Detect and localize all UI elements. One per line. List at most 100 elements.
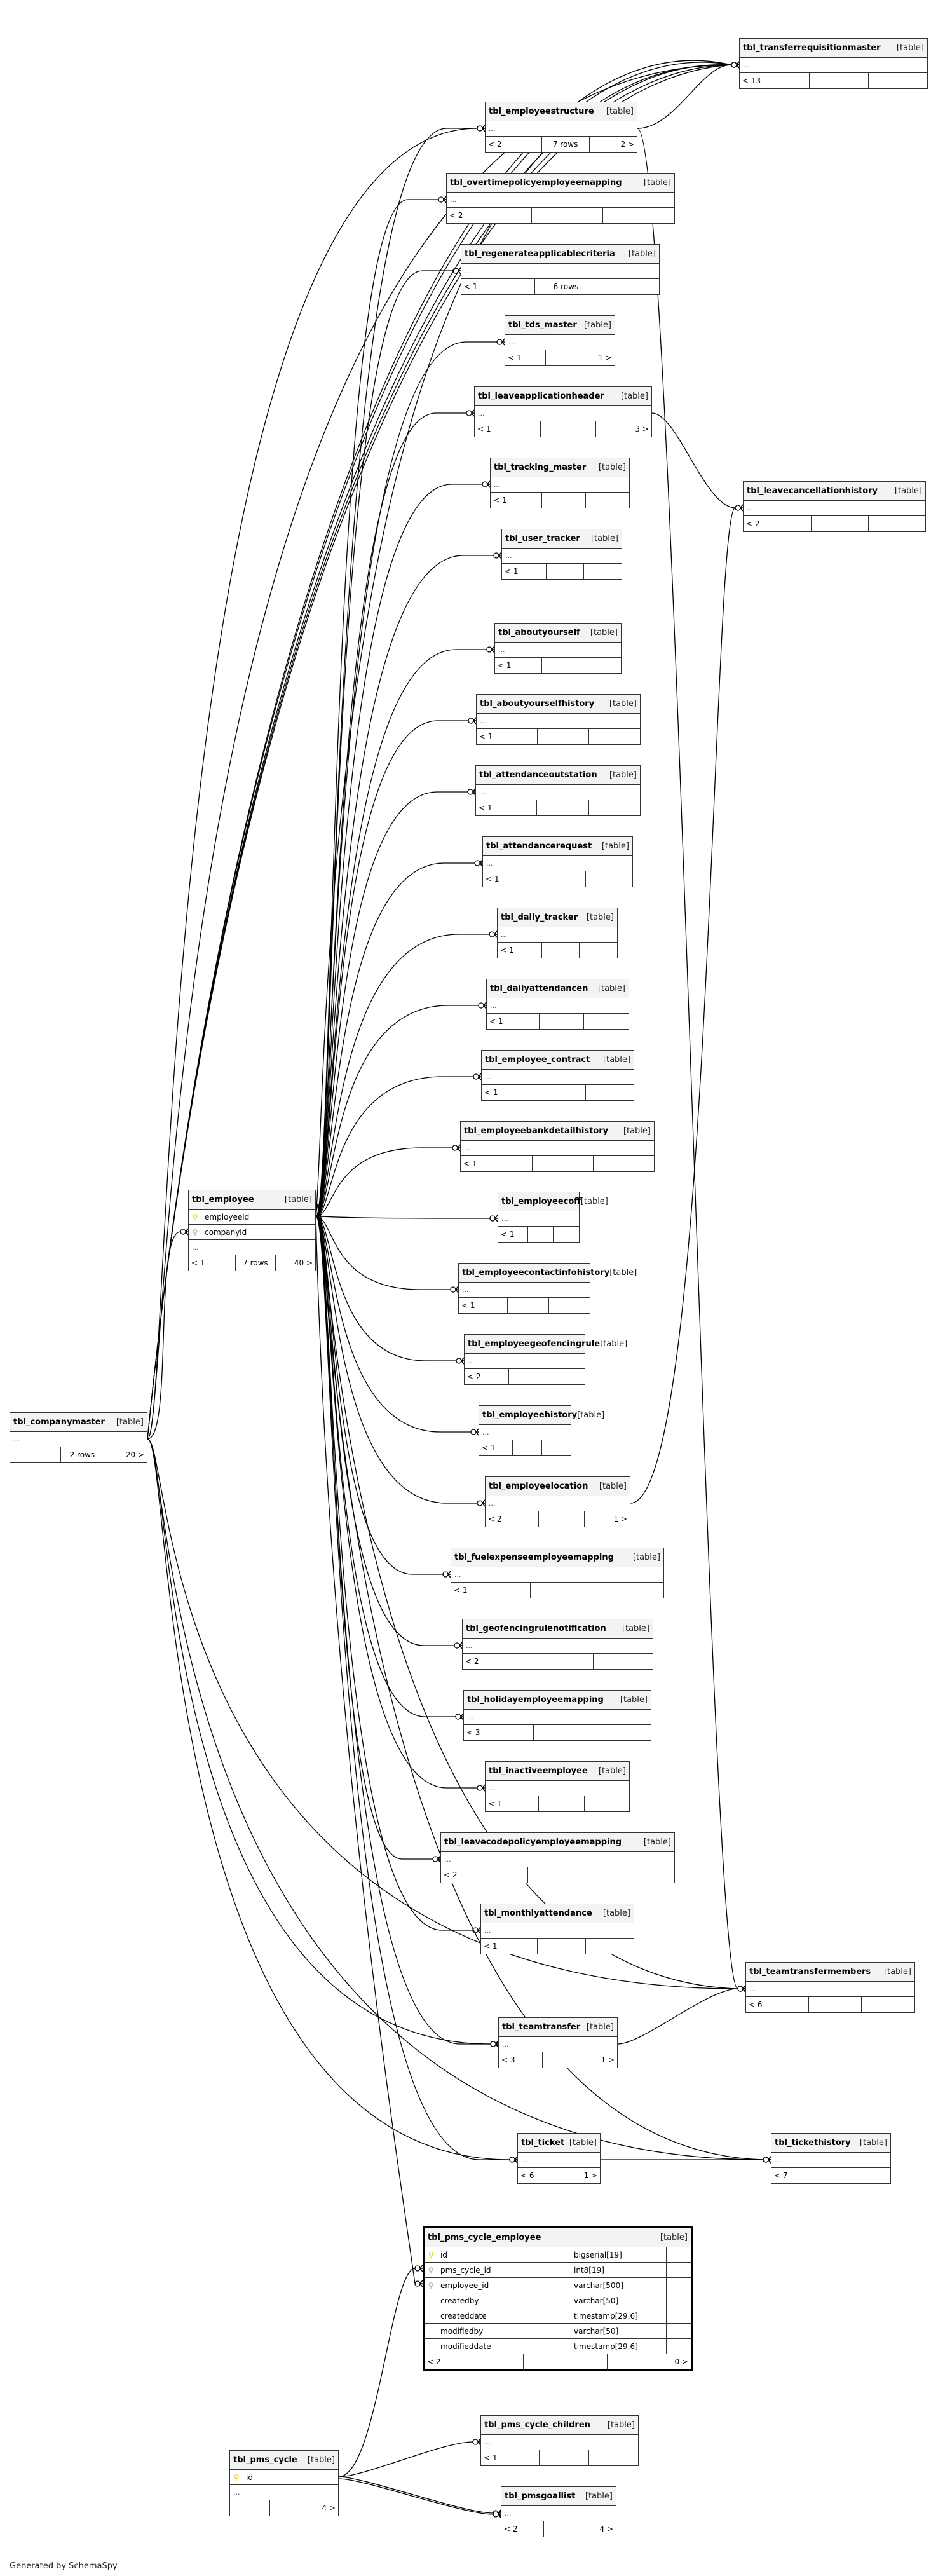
parents-count[interactable]: < 1 — [189, 1255, 236, 1271]
parents-count[interactable]: < 2 — [463, 1654, 534, 1669]
parents-count[interactable]: < 1 — [461, 279, 535, 294]
table-name[interactable]: tbl_leavecodepolicyemployeemapping — [444, 1837, 622, 1847]
children-count[interactable] — [853, 2168, 890, 2183]
table-name[interactable]: tbl_companymaster — [13, 1417, 105, 1427]
children-count[interactable] — [585, 1796, 630, 1811]
parents-count[interactable]: < 1 — [486, 1796, 539, 1811]
column-row[interactable]: ⚲employeeid — [189, 1210, 315, 1225]
table-employee-contract[interactable]: tbl_employee_contract[table]...< 1 — [481, 1050, 634, 1101]
parents-count[interactable]: < 1 — [481, 2450, 540, 2465]
table-name[interactable]: tbl_pms_cycle — [233, 2455, 297, 2465]
parents-count[interactable]: < 2 — [486, 1511, 540, 1527]
parents-count[interactable]: < 1 — [476, 800, 537, 815]
children-count[interactable]: 20 > — [125, 1450, 144, 1459]
table-tracking-master[interactable]: tbl_tracking_master[table]...< 1 — [490, 458, 630, 508]
parents-count[interactable]: < 1 — [498, 1227, 528, 1242]
table-employeegeofencingrule[interactable]: tbl_employeegeofencingrule[table]...< 2 — [464, 1334, 627, 1385]
table-name[interactable]: tbl_employeehistory — [482, 1410, 578, 1420]
table-name[interactable]: tbl_employeegeofencingrule — [468, 1339, 601, 1349]
children-count[interactable] — [589, 800, 641, 815]
table-name[interactable]: tbl_inactiveemployee — [489, 1766, 588, 1776]
table-name[interactable]: tbl_employeecontactinfohistory — [462, 1268, 610, 1278]
table-name[interactable]: tbl_employee — [192, 1195, 254, 1204]
children-count[interactable] — [580, 943, 617, 958]
children-count[interactable] — [869, 516, 925, 531]
parents-count[interactable]: < 3 — [464, 1725, 534, 1740]
parents-count[interactable] — [230, 2500, 270, 2516]
table-employeecontactinfohistory[interactable]: tbl_employeecontactinfohistory[table]...… — [458, 1263, 637, 1314]
table-name[interactable]: tbl_leaveapplicationheader — [478, 392, 604, 401]
table-name[interactable]: tbl_holidayemployeemapping — [467, 1695, 604, 1705]
table-employeehistory[interactable]: tbl_employeehistory[table]...< 1 — [479, 1405, 604, 1456]
table-name[interactable]: tbl_teamtransfer — [502, 2022, 581, 2032]
parents-count[interactable]: < 2 — [486, 137, 542, 152]
table-name[interactable]: tbl_daily_tracker — [501, 913, 578, 922]
children-count[interactable] — [594, 1654, 653, 1669]
table-name[interactable]: tbl_regenerateapplicablecriteria — [465, 249, 615, 259]
parents-count[interactable]: < 1 — [461, 1156, 533, 1171]
children-count[interactable] — [594, 1156, 654, 1171]
parents-count[interactable]: < 1 — [498, 943, 542, 958]
table-employeebankdetailhistory[interactable]: tbl_employeebankdetailhistory[table]...<… — [460, 1121, 655, 1172]
table-name[interactable]: tbl_employeelocation — [489, 1482, 588, 1491]
table-name[interactable]: tbl_employeestructure — [489, 107, 594, 116]
children-count[interactable] — [592, 1725, 651, 1740]
table-aboutyourselfhistory[interactable]: tbl_aboutyourselfhistory[table]...< 1 — [476, 694, 641, 745]
children-count[interactable]: 1 > — [583, 2171, 597, 2180]
parents-count[interactable]: < 2 — [465, 1369, 510, 1384]
table-leavecodepolicyemployeemapping[interactable]: tbl_leavecodepolicyemployeemapping[table… — [440, 1832, 675, 1883]
children-count[interactable] — [869, 73, 927, 88]
table-inactiveemployee[interactable]: tbl_inactiveemployee[table]...< 1 — [485, 1761, 630, 1812]
parents-count[interactable]: < 1 — [481, 1939, 538, 1954]
table-attendancerequest[interactable]: tbl_attendancerequest[table]...< 1 — [482, 836, 633, 887]
parents-count[interactable]: < 6 — [518, 2168, 548, 2183]
table-name[interactable]: tbl_ticket — [521, 2138, 565, 2148]
children-count[interactable] — [584, 1014, 629, 1029]
children-count[interactable] — [554, 1227, 579, 1242]
table-monthlyattendance[interactable]: tbl_monthlyattendance[table]...< 1 — [480, 1904, 634, 1954]
children-count[interactable] — [547, 1369, 585, 1384]
table-name[interactable]: tbl_user_tracker — [505, 534, 580, 543]
table-name[interactable]: tbl_aboutyourselfhistory — [480, 699, 595, 709]
children-count[interactable] — [586, 1085, 634, 1100]
children-count[interactable]: 40 > — [294, 1258, 313, 1267]
table-teamtransfermembers[interactable]: tbl_teamtransfermembers[table]...< 6 — [745, 1962, 915, 2013]
parents-count[interactable]: < 1 — [495, 658, 542, 673]
children-count[interactable] — [597, 279, 659, 294]
table-name[interactable]: tbl_teamtransfermembers — [749, 1967, 871, 1977]
children-count[interactable] — [549, 1298, 590, 1313]
children-count[interactable]: 0 > — [674, 2357, 688, 2366]
children-count[interactable]: 1 > — [613, 1515, 627, 1523]
table-name[interactable]: tbl_employee_contract — [485, 1055, 590, 1065]
table-name[interactable]: tbl_tds_master — [508, 320, 577, 330]
children-count[interactable]: 3 > — [635, 425, 649, 433]
children-count[interactable] — [601, 1867, 674, 1883]
table-name[interactable]: tbl_attendanceoutstation — [479, 770, 597, 780]
column-row[interactable]: ⚲id — [230, 2470, 338, 2485]
table-name[interactable]: tbl_pms_cycle_children — [484, 2420, 590, 2430]
table-name[interactable]: tbl_tracking_master — [494, 463, 587, 472]
table-overtimepolicyemployeemapping[interactable]: tbl_overtimepolicyemployeemapping[table]… — [446, 173, 675, 224]
parents-count[interactable]: < 2 — [425, 2354, 524, 2369]
parents-count[interactable]: < 13 — [740, 73, 810, 88]
column-row[interactable]: ⚲companyid — [189, 1225, 315, 1240]
children-count[interactable] — [597, 1583, 663, 1598]
parents-count[interactable]: < 2 — [744, 516, 812, 531]
children-count[interactable]: 4 > — [322, 2504, 336, 2512]
parents-count[interactable] — [10, 1447, 61, 1462]
children-count[interactable]: 1 > — [601, 2055, 615, 2064]
table-dailyattendancen[interactable]: tbl_dailyattendancen[table]...< 1 — [486, 979, 629, 1030]
parents-count[interactable]: < 2 — [447, 208, 532, 223]
parents-count[interactable]: < 1 — [502, 564, 547, 579]
